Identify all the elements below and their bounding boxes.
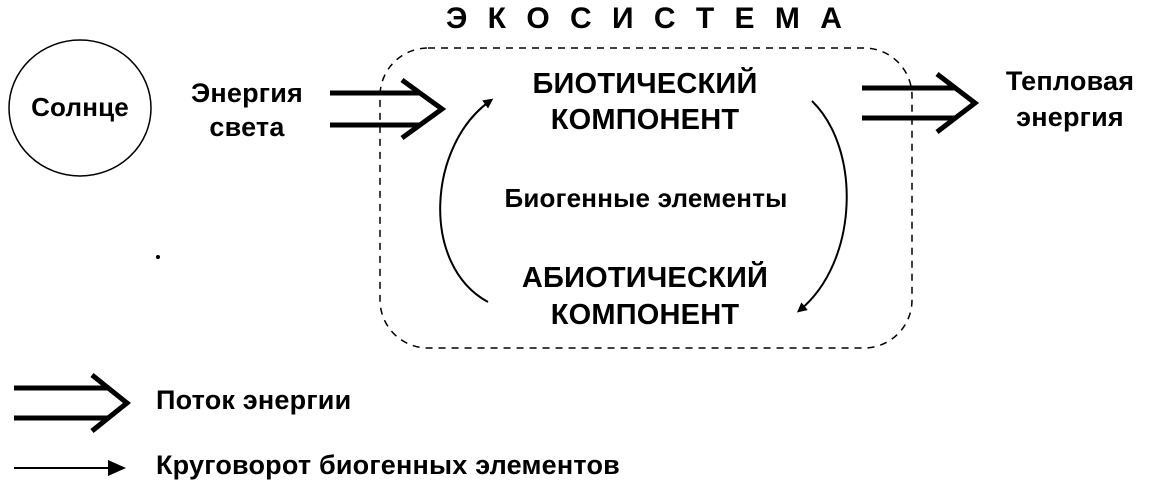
ecosystem-title: Э К О С И С Т Е М А [446,2,848,35]
sun-circle [8,39,152,177]
legend-energy-flow-label: Поток энергии [156,385,352,415]
abiotic-label-line1: АБИОТИЧЕСКИЙ [521,262,769,294]
cycle-arrow-right [796,100,848,313]
biotic-label-line1: БИОТИЧЕСКИЙ [532,68,758,100]
legend-nutrient-cycle-arrow [14,460,126,476]
sun-label: Солнце [31,92,129,122]
light-energy-arrow [330,77,447,141]
heat-energy-arrow [862,72,980,134]
cycle-arrow-left [439,98,494,303]
legend-nutrient-cycle-label: Круговорот биогенных элементов [156,450,620,480]
heat-energy-label-line1: Тепловая [1005,66,1135,96]
abiotic-label-line2: КОМПОНЕНТ [550,299,740,331]
ecosystem-boundary [379,47,913,349]
light-energy-label-line1: Энергия [190,78,304,108]
speck-mark [156,255,160,259]
heat-energy-label-line2: энергия [1016,102,1124,132]
biotic-label-line2: КОМПОНЕНТ [550,104,740,136]
legend-energy-flow-arrow [14,373,132,433]
light-energy-label-line2: света [209,112,285,142]
cycle-label: Биогенные элементы [504,183,788,213]
